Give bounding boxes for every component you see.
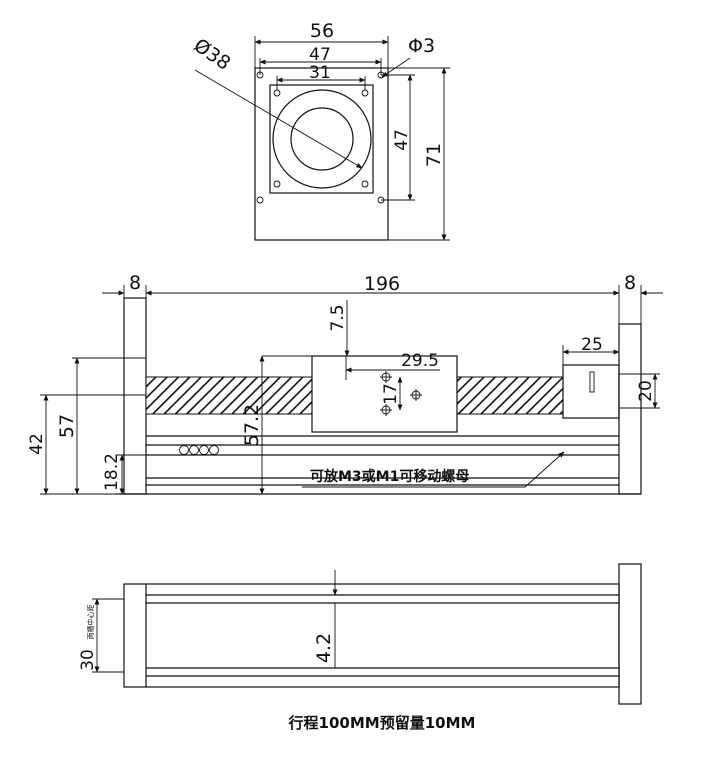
left-end-plate [123,297,147,495]
mount-hole [273,180,281,188]
dim-height: 71 [423,143,445,167]
bearing-ball [179,445,189,455]
lead-screw-right [456,376,564,415]
dim-slider-height: 57.2 [241,404,263,446]
dim-height-42: 42 [27,433,47,455]
dim-hole-dia: Φ3 [408,35,435,57]
dim-right-end: 8 [624,272,636,294]
dim-slot: 4.2 [313,633,335,663]
base-rail-body [123,583,620,688]
coupler-box [562,364,620,419]
dim-total-length: 196 [364,273,400,295]
dim-motor-height: 20 [636,380,656,402]
front-view: 196 8 8 7.5 29.5 17 25 20 42 [27,272,663,495]
bottom-end-plate [618,563,642,705]
mount-hole [273,89,281,97]
bottom-view: 4.2 30 两槽中心距 [78,563,642,705]
dim-top-offset: 7.5 [328,304,348,331]
stroke-note: 行程100MM预留量10MM [288,714,476,732]
mount-hole [361,89,369,97]
dim-motor-width: 25 [581,335,603,355]
slot-center-label: 两槽中心距 [86,605,95,640]
dim-inner: 31 [309,63,331,83]
lead-screw-left [145,376,313,415]
dim-hole-spacing: 47 [309,45,331,65]
bearing-ball [209,445,219,455]
motor-flange [269,84,374,194]
dim-vert-hole-spacing: 47 [392,129,412,151]
dim-left-end: 8 [129,272,141,294]
nut-note: 可放M3或M1可移动螺母 [310,468,469,485]
dim-width: 56 [310,20,334,42]
plate-hole [256,196,264,204]
dim-slot-center: 30 [78,649,98,671]
mount-hole [361,180,369,188]
right-end-plate [618,323,642,495]
motor-mount-plate [254,67,389,241]
dim-height-57: 57 [56,414,78,438]
slider-block [311,355,458,433]
bearing-ball [199,445,209,455]
dim-base: 18.2 [102,453,122,491]
dim-hole-vert: 17 [381,383,401,405]
top-view: 56 47 31 Ø38 Φ3 47 71 [190,20,450,241]
dim-slider-holes: 29.5 [401,351,439,371]
flange-bore-inner [290,107,354,171]
dim-diameter: Ø38 [190,34,235,74]
flange-bore-outer [272,89,372,189]
bearing-ball [189,445,199,455]
coupler-slot [589,371,595,393]
